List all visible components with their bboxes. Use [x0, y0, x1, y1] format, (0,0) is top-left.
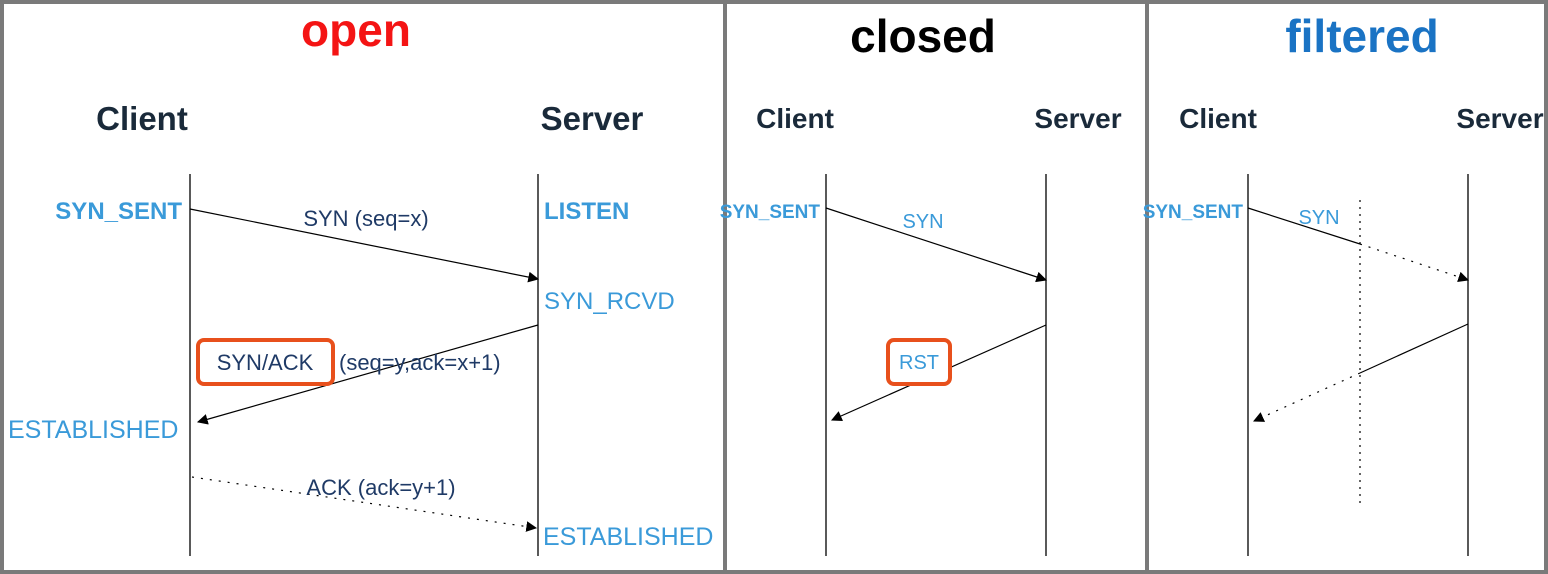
synack-arrow-open	[196, 324, 539, 425]
syn-label-open: SYN (seq=x)	[303, 206, 428, 231]
client-label-filtered: Client	[1179, 103, 1257, 134]
panel-closed: closed Client Server SYN_SENT SYN RST	[720, 10, 1122, 556]
rst-label-closed: RST	[899, 352, 939, 374]
panel-title-filtered: filtered	[1285, 10, 1438, 62]
ack-arrow-open	[191, 476, 538, 532]
panel-filtered: filtered Client Server SYN_SENT SYN	[1143, 10, 1544, 556]
server-state-listen-open: LISTEN	[544, 198, 629, 225]
client-label-open: Client	[96, 100, 188, 137]
syn-label-filtered: SYN	[1298, 207, 1339, 229]
client-label-closed: Client	[756, 103, 834, 134]
client-state-syn-sent-open: SYN_SENT	[55, 198, 182, 225]
client-state-syn-sent-closed: SYN_SENT	[720, 202, 821, 223]
client-state-syn-sent-filtered: SYN_SENT	[1143, 202, 1244, 223]
reply-arrow-solid-filtered	[1359, 323, 1469, 374]
reply-arrow-dotted-filtered	[1253, 372, 1361, 422]
server-label-closed: Server	[1034, 103, 1121, 134]
client-state-established-open: ESTABLISHED	[8, 416, 178, 444]
syn-label-closed: SYN	[902, 211, 943, 233]
server-state-syn-rcvd-open: SYN_RCVD	[544, 288, 675, 315]
rst-highlight-box	[886, 338, 952, 386]
syn-arrow-closed	[825, 207, 1048, 283]
server-label-filtered: Server	[1456, 103, 1543, 134]
panel-title-closed: closed	[850, 10, 996, 62]
synack-params-open: (seq=y,ack=x+1)	[339, 350, 501, 375]
panel-title-open: open	[301, 4, 411, 56]
server-label-open: Server	[541, 100, 644, 137]
synack-highlight-box	[196, 338, 335, 386]
syn-arrow-open	[189, 208, 540, 283]
panel-open: open Client Server SYN_SENT LISTEN SYN_R…	[8, 4, 713, 556]
server-state-established-open: ESTABLISHED	[543, 523, 713, 551]
syn-arrow-dotted-filtered	[1359, 243, 1470, 283]
ack-label-open: ACK (ack=y+1)	[306, 475, 455, 500]
synack-label-open: SYN/ACK	[217, 350, 314, 375]
syn-arrow-solid-filtered	[1247, 207, 1361, 245]
